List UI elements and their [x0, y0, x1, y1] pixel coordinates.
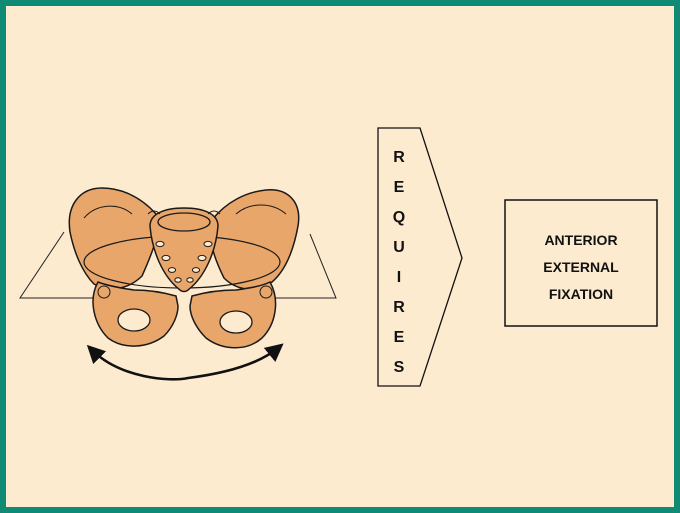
result-line: FIXATION [549, 286, 613, 302]
requires-arrow [378, 128, 462, 386]
requires-letter: Q [393, 209, 405, 226]
left-obturator-foramen [118, 309, 150, 331]
requires-letter: U [393, 239, 405, 256]
pelvis-illustration-icon [20, 188, 336, 348]
right-iliac-wing [210, 190, 299, 289]
result-line: ANTERIOR [544, 232, 617, 248]
requires-letter: E [394, 329, 405, 346]
right-obturator-foramen [220, 311, 252, 333]
result-box-label: ANTERIOR EXTERNAL FIXATION [543, 232, 619, 302]
curved-double-arrow-icon [92, 348, 278, 379]
requires-letter: R [393, 149, 405, 166]
requires-letter: I [397, 269, 401, 286]
requires-letter: S [394, 359, 405, 376]
requires-letter: E [394, 179, 405, 196]
result-line: EXTERNAL [543, 259, 619, 275]
requires-letter: R [393, 299, 405, 316]
